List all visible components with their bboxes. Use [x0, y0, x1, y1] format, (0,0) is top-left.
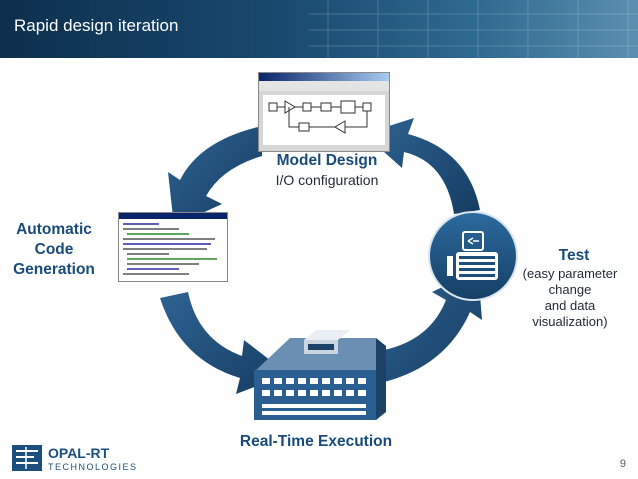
- page-number: 9: [619, 458, 626, 470]
- arrow-code-to-realtime: [160, 292, 288, 394]
- codegen-line-1: Automatic: [16, 221, 92, 238]
- realtime-target-icon: [254, 330, 386, 420]
- test-line-1: (easy parameter: [522, 266, 618, 281]
- header-pattern: [308, 0, 638, 58]
- logo-name: OPAL-RT: [48, 445, 110, 461]
- arrow-model-to-code: [168, 126, 262, 226]
- test-line-3: and data: [544, 298, 596, 313]
- test-line-2: change: [548, 282, 592, 297]
- opal-rt-logo: OPAL-RT TECHNOLOGIES: [12, 443, 162, 478]
- logo-sub: TECHNOLOGIES: [48, 462, 138, 472]
- code-screenshot: [118, 212, 228, 282]
- realtime-title: Real-Time Execution: [239, 433, 393, 450]
- codegen-line-2: Code: [34, 241, 74, 258]
- model-design-subtitle: I/O configuration: [275, 172, 379, 188]
- test-title: Test: [558, 247, 590, 264]
- test-icon: [428, 211, 518, 301]
- code-lines: [119, 213, 227, 275]
- block-diagram: [259, 81, 389, 145]
- test-line-4: visualization): [532, 314, 608, 329]
- slide-header: Rapid design iteration: [0, 0, 638, 58]
- slide-title: Rapid design iteration: [14, 16, 179, 35]
- arrow-test-to-model: [364, 118, 480, 214]
- model-design-title: Model Design: [276, 152, 378, 169]
- window-titlebar: [259, 73, 389, 81]
- model-design-screenshot: [258, 72, 390, 152]
- codegen-line-3: Generation: [13, 261, 95, 278]
